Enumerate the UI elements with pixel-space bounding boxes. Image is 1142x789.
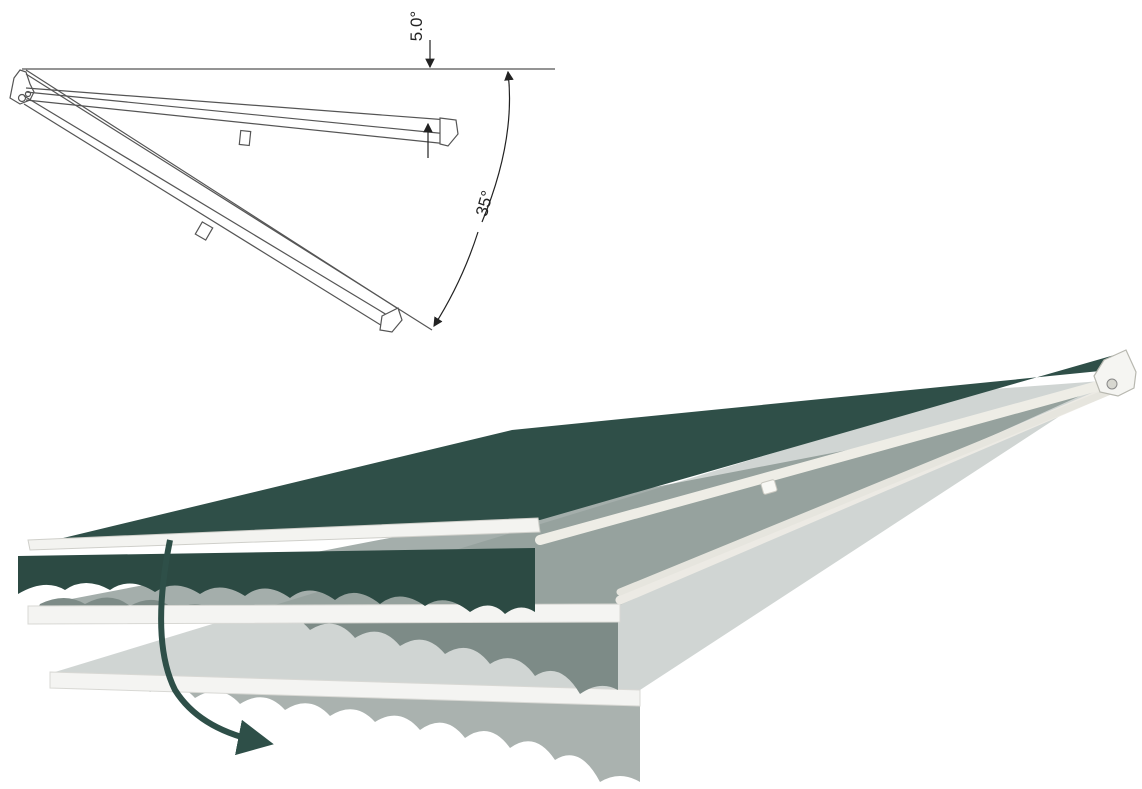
front-bar-max [379, 307, 403, 333]
ghost-mid-canopy [40, 380, 1115, 605]
wall-bracket-outline [9, 69, 35, 105]
min-angle-label: 5.0° [407, 11, 426, 41]
awning-main-position [18, 349, 1137, 614]
awning-illustration [18, 349, 1137, 782]
pitch-adjust-arrow [158, 539, 274, 756]
main-bracket-bolt [1106, 378, 1118, 390]
pitch-schematic [9, 40, 555, 333]
front-bar-min [439, 117, 459, 147]
arm-min-pitch-bottom [25, 99, 449, 145]
main-valance [18, 548, 535, 614]
arm-min-elbow [238, 129, 252, 147]
arm-min-pitch-top [25, 87, 449, 121]
bracket-pivot-1 [17, 93, 27, 103]
main-arm-secondary [616, 388, 1112, 596]
arm-max-elbow [194, 221, 214, 241]
bracket-pivot-2 [24, 90, 32, 98]
max-angle-arc-lower [433, 231, 479, 328]
main-wall-bracket [1093, 349, 1137, 397]
max-angle-label: 35° [472, 189, 497, 219]
arm-max-pitch-mid [25, 73, 433, 331]
max-angle-arc-upper [481, 70, 514, 223]
arm-min-pitch-extra [25, 91, 449, 135]
main-arm-primary [535, 377, 1117, 545]
arm-max-pitch-inner [23, 95, 393, 319]
main-frontbar [27, 517, 541, 551]
main-canopy-top [30, 354, 1118, 546]
main-arm-elbow [760, 479, 778, 495]
arm-max-pitch-bottom [23, 103, 393, 333]
ghost-max-frontbar [49, 671, 641, 707]
